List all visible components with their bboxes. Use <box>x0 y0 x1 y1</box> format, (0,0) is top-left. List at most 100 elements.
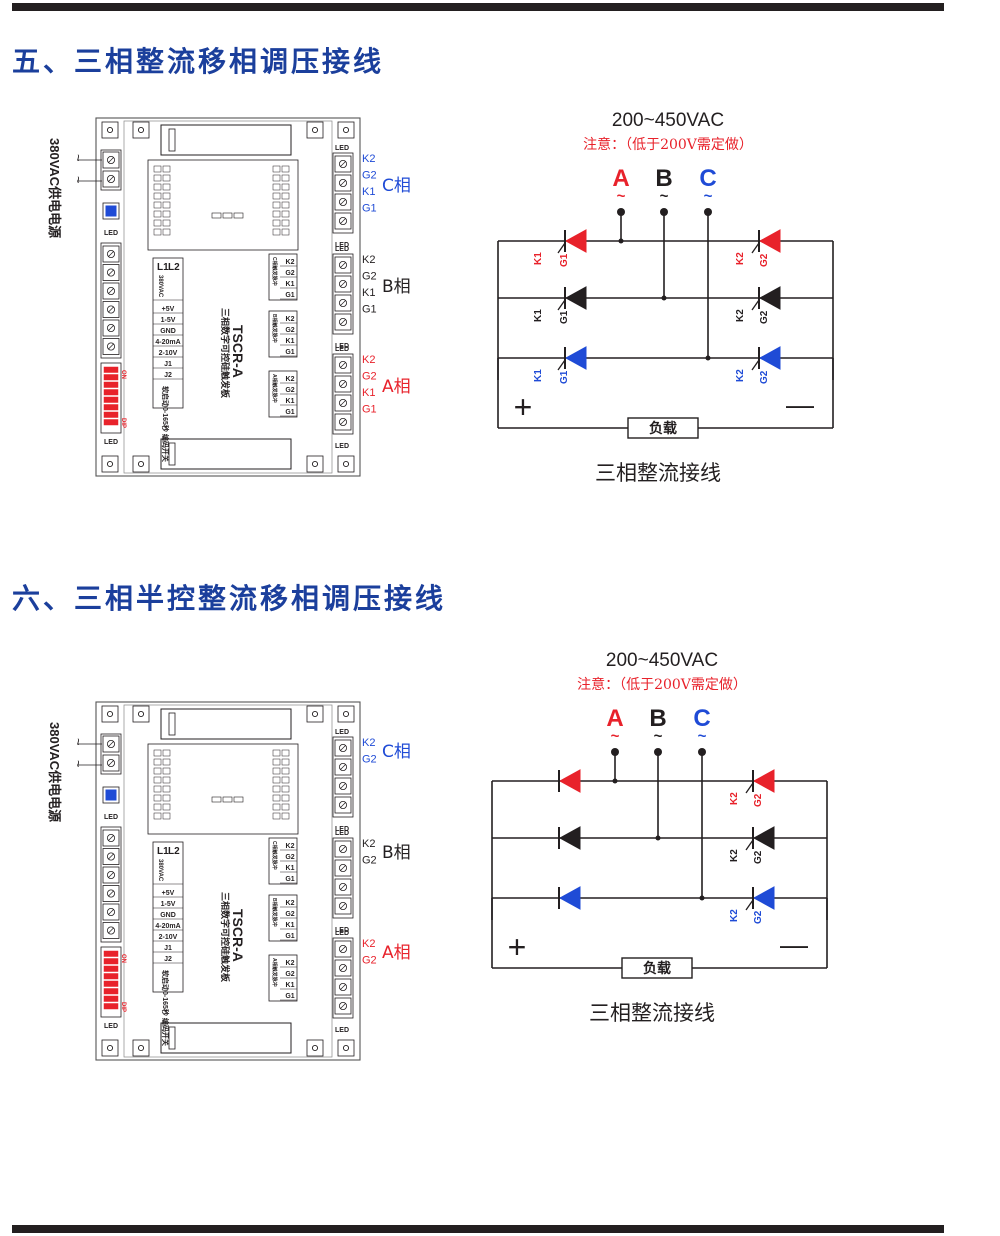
chip-pin <box>153 228 162 236</box>
k2-label: K2 <box>735 309 746 322</box>
screw-slot <box>108 872 114 878</box>
phase-pin-label: G2 <box>362 955 377 967</box>
signal-terminal <box>102 829 120 847</box>
ac-tilde-icon: ~ <box>71 176 86 184</box>
ac-tilde-icon: ~ <box>704 188 713 205</box>
bottom-connector <box>160 438 292 470</box>
terminal-label: 4-20mA <box>155 923 180 930</box>
chip-pin <box>153 812 162 820</box>
screw-slot <box>340 764 346 770</box>
note-text: 注意：（低于200V需定做） <box>583 136 753 153</box>
chip-pin <box>162 219 171 227</box>
signal-terminal-frame <box>100 242 122 359</box>
terminal-label: J1 <box>164 945 172 952</box>
screw-slot <box>340 199 346 205</box>
screw-slot <box>340 319 346 325</box>
chip-pin <box>162 812 171 820</box>
voltage-label: 200~450VAC <box>612 110 724 131</box>
chip-pin <box>153 758 162 766</box>
k2-label: K2 <box>735 252 746 265</box>
led-label: LED <box>335 343 349 350</box>
pulse-terminal <box>334 796 352 814</box>
pulse-terminal <box>334 394 352 412</box>
phase-pin-label: G1 <box>362 304 377 316</box>
ac-tilde-icon: ~ <box>698 728 707 745</box>
chip-pin <box>153 767 162 775</box>
pulse-pin-label: K1 <box>286 398 295 405</box>
dip-switch-toggle <box>103 995 119 1002</box>
mounting-hole-icon <box>106 1044 114 1052</box>
mounting-hole-icon <box>342 460 350 468</box>
phase-pin-label: G2 <box>362 170 377 182</box>
g1-label: G1 <box>559 310 570 324</box>
chip-pin <box>272 210 281 218</box>
screw-slot <box>108 269 114 276</box>
phase-c-label: C <box>699 165 716 192</box>
board-outline <box>95 117 361 477</box>
dip-switch-toggle <box>103 980 119 987</box>
phase-pin-label: K2 <box>362 737 375 749</box>
signal-terminal <box>102 282 120 300</box>
chip-pin <box>153 165 162 173</box>
pulse-pin-label: K1 <box>286 982 295 989</box>
dip-switch-toggle <box>103 988 119 995</box>
phase-label: C相 <box>382 176 411 196</box>
phase-pin-label: K2 <box>362 153 375 165</box>
dip-switch-toggle <box>103 965 119 972</box>
chip-pin <box>281 165 290 173</box>
terminal-label-l1: L1 <box>157 262 169 273</box>
terminal-label: +5V <box>162 890 175 897</box>
pulse-group-title: B相触发脉冲 <box>271 898 278 927</box>
chip-pin <box>272 183 281 191</box>
signal-terminal <box>102 848 120 865</box>
screw-slot <box>108 157 114 163</box>
indicator-pad <box>211 796 222 803</box>
signal-terminal <box>102 866 120 884</box>
mounting-corner <box>337 1039 355 1057</box>
terminal-label-l2: L2 <box>168 846 180 857</box>
note-text: 注意：（低于200V需定做） <box>577 676 747 693</box>
phase-label: C相 <box>382 742 411 762</box>
chip-pin <box>153 776 162 784</box>
pulse-terminal <box>334 978 352 996</box>
input-terminal-table <box>152 841 184 993</box>
mounting-hole-icon <box>137 460 145 468</box>
power-led-lens <box>105 205 117 217</box>
terminal-label: GND <box>160 912 176 919</box>
phase-pin-label: K2 <box>362 938 375 950</box>
supply-label: 380VAC供电电源 <box>47 722 62 822</box>
chip-pin <box>153 174 162 182</box>
board-inner-frame <box>123 704 333 1058</box>
pulse-pin-label: K2 <box>286 900 295 907</box>
terminal-label-voltage: 380VAC <box>157 275 163 298</box>
thyristor-icon <box>751 346 781 371</box>
chip-pin <box>162 192 171 200</box>
pulse-terminal <box>334 840 352 858</box>
chip-pin <box>153 183 162 191</box>
g1-label: G1 <box>559 253 570 267</box>
chip-pin <box>272 794 281 802</box>
power-led-lens <box>105 789 117 801</box>
k1-label: K1 <box>533 369 544 382</box>
chip-pin <box>162 174 171 182</box>
supply-terminal-l1 <box>102 735 120 753</box>
section-6-title: 六、三相半控整流移相调压接线 <box>12 582 447 615</box>
screw-slot <box>340 262 346 268</box>
gate-lead <box>745 782 754 794</box>
pulse-terminal <box>334 878 352 896</box>
led-label: LED <box>335 346 349 353</box>
pulse-pin-label: G2 <box>285 387 294 394</box>
mounting-hole-icon <box>311 460 319 468</box>
dip-switch-toggle <box>103 950 119 957</box>
screw-slot <box>340 984 346 990</box>
pulse-pin-label: G2 <box>285 911 294 918</box>
terminal-label: J2 <box>164 372 172 379</box>
diode-icon <box>558 886 581 910</box>
supply-terminal-l2 <box>102 170 120 188</box>
chip-pin <box>272 758 281 766</box>
phase-a-label: A <box>612 165 629 192</box>
terminal-label: 4-20mA <box>155 339 180 346</box>
phase-pin-label: G1 <box>362 404 377 416</box>
gate-lead <box>557 299 566 311</box>
